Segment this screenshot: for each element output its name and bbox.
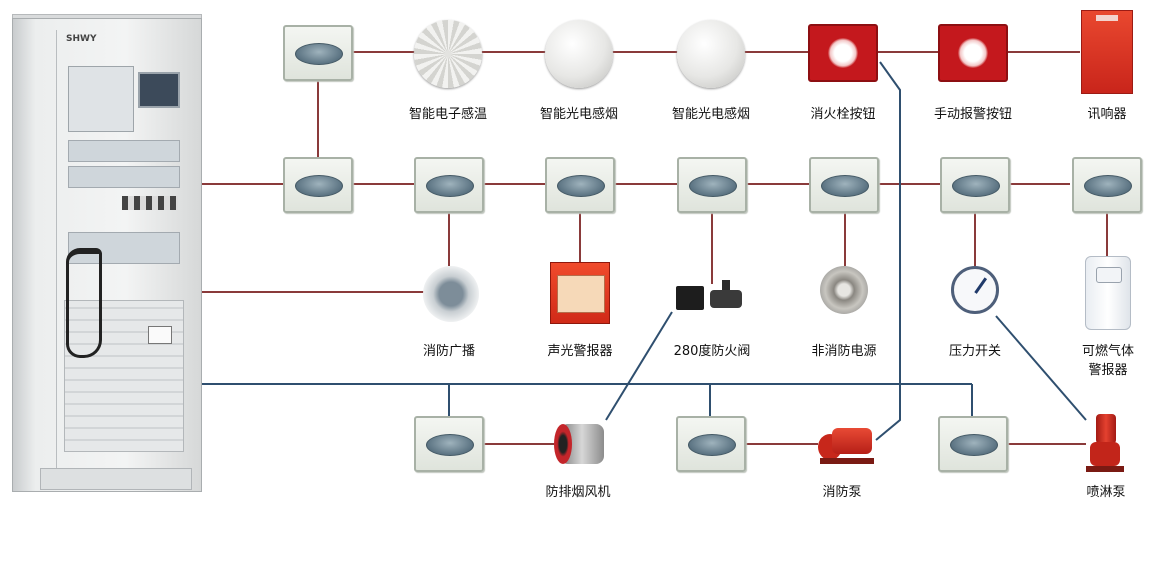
fire-pump-icon bbox=[818, 420, 876, 466]
sound-light-alarm-icon bbox=[550, 262, 610, 324]
pressure-sprinkler-link bbox=[995, 315, 1087, 421]
cabinet-indicator-strip-1 bbox=[68, 140, 180, 162]
sounder-label: 讯响器 bbox=[1087, 107, 1127, 122]
module-bus-6 bbox=[940, 157, 1010, 213]
sounder-icon bbox=[1081, 10, 1133, 94]
broadcast-speaker-label: 消防广播 bbox=[422, 344, 476, 359]
fire-damper-icon bbox=[676, 280, 746, 314]
heat-detector-icon bbox=[414, 20, 482, 88]
module-bus-1 bbox=[283, 157, 353, 213]
sprinkler-pump-label: 喷淋泵 bbox=[1086, 485, 1126, 500]
module-bus-2 bbox=[414, 157, 484, 213]
smoke-detector-label-2: 智能光电感烟 bbox=[671, 107, 751, 122]
gas-detector-label-line2: 警报器 bbox=[1088, 363, 1128, 378]
telephone-handset-icon bbox=[66, 248, 102, 358]
gas-detector-icon bbox=[1085, 256, 1131, 330]
pressure-gauge-icon bbox=[951, 266, 999, 314]
cabinet-door bbox=[56, 30, 191, 470]
cabinet-buttons bbox=[122, 196, 178, 210]
non-fire-power-icon bbox=[820, 266, 868, 314]
smoke-detector-icon-2 bbox=[677, 20, 745, 88]
pressure-switch-label: 压力开关 bbox=[948, 344, 1002, 359]
fire-pump-label: 消防泵 bbox=[822, 485, 862, 500]
manual-alarm-button-label: 手动报警按钮 bbox=[933, 107, 1013, 122]
module-bus-3 bbox=[545, 157, 615, 213]
cabinet-brand: SHWY bbox=[66, 34, 97, 44]
input-module-top bbox=[283, 25, 353, 81]
module-bus-5 bbox=[809, 157, 879, 213]
smoke-exhaust-fan-icon bbox=[554, 420, 608, 468]
hydrant-button-label: 消火栓按钮 bbox=[810, 107, 876, 122]
cabinet-display bbox=[138, 72, 180, 108]
cabinet-indicator-strip-2 bbox=[68, 166, 180, 188]
smoke-detector-icon-1 bbox=[545, 20, 613, 88]
cabinet-base bbox=[40, 468, 192, 490]
broadcast-speaker-icon bbox=[423, 266, 479, 322]
fan-damper-link bbox=[605, 311, 673, 421]
hydrant-pump-link bbox=[875, 61, 901, 441]
hydrant-button-icon bbox=[808, 24, 878, 82]
non-fire-power-label: 非消防电源 bbox=[811, 344, 877, 359]
module-linkage-1 bbox=[414, 416, 484, 472]
sprinkler-pump-icon bbox=[1086, 414, 1124, 472]
cabinet-meter bbox=[148, 326, 172, 344]
module-bus-4 bbox=[677, 157, 747, 213]
module-linkage-3 bbox=[938, 416, 1008, 472]
manual-alarm-button-icon bbox=[938, 24, 1008, 82]
smoke-detector-label-1: 智能光电感烟 bbox=[539, 107, 619, 122]
module-bus-7 bbox=[1072, 157, 1142, 213]
cabinet-control-panel bbox=[68, 66, 134, 132]
smoke-exhaust-fan-label: 防排烟风机 bbox=[545, 485, 611, 500]
gas-detector-label-line1: 可燃气体 bbox=[1081, 344, 1135, 359]
fire-damper-label: 280度防火阀 bbox=[673, 344, 751, 359]
sound-light-alarm-label: 声光警报器 bbox=[547, 344, 613, 359]
module-linkage-2 bbox=[676, 416, 746, 472]
cabinet-grille bbox=[64, 300, 184, 452]
heat-detector-label: 智能电子感温 bbox=[408, 107, 488, 122]
